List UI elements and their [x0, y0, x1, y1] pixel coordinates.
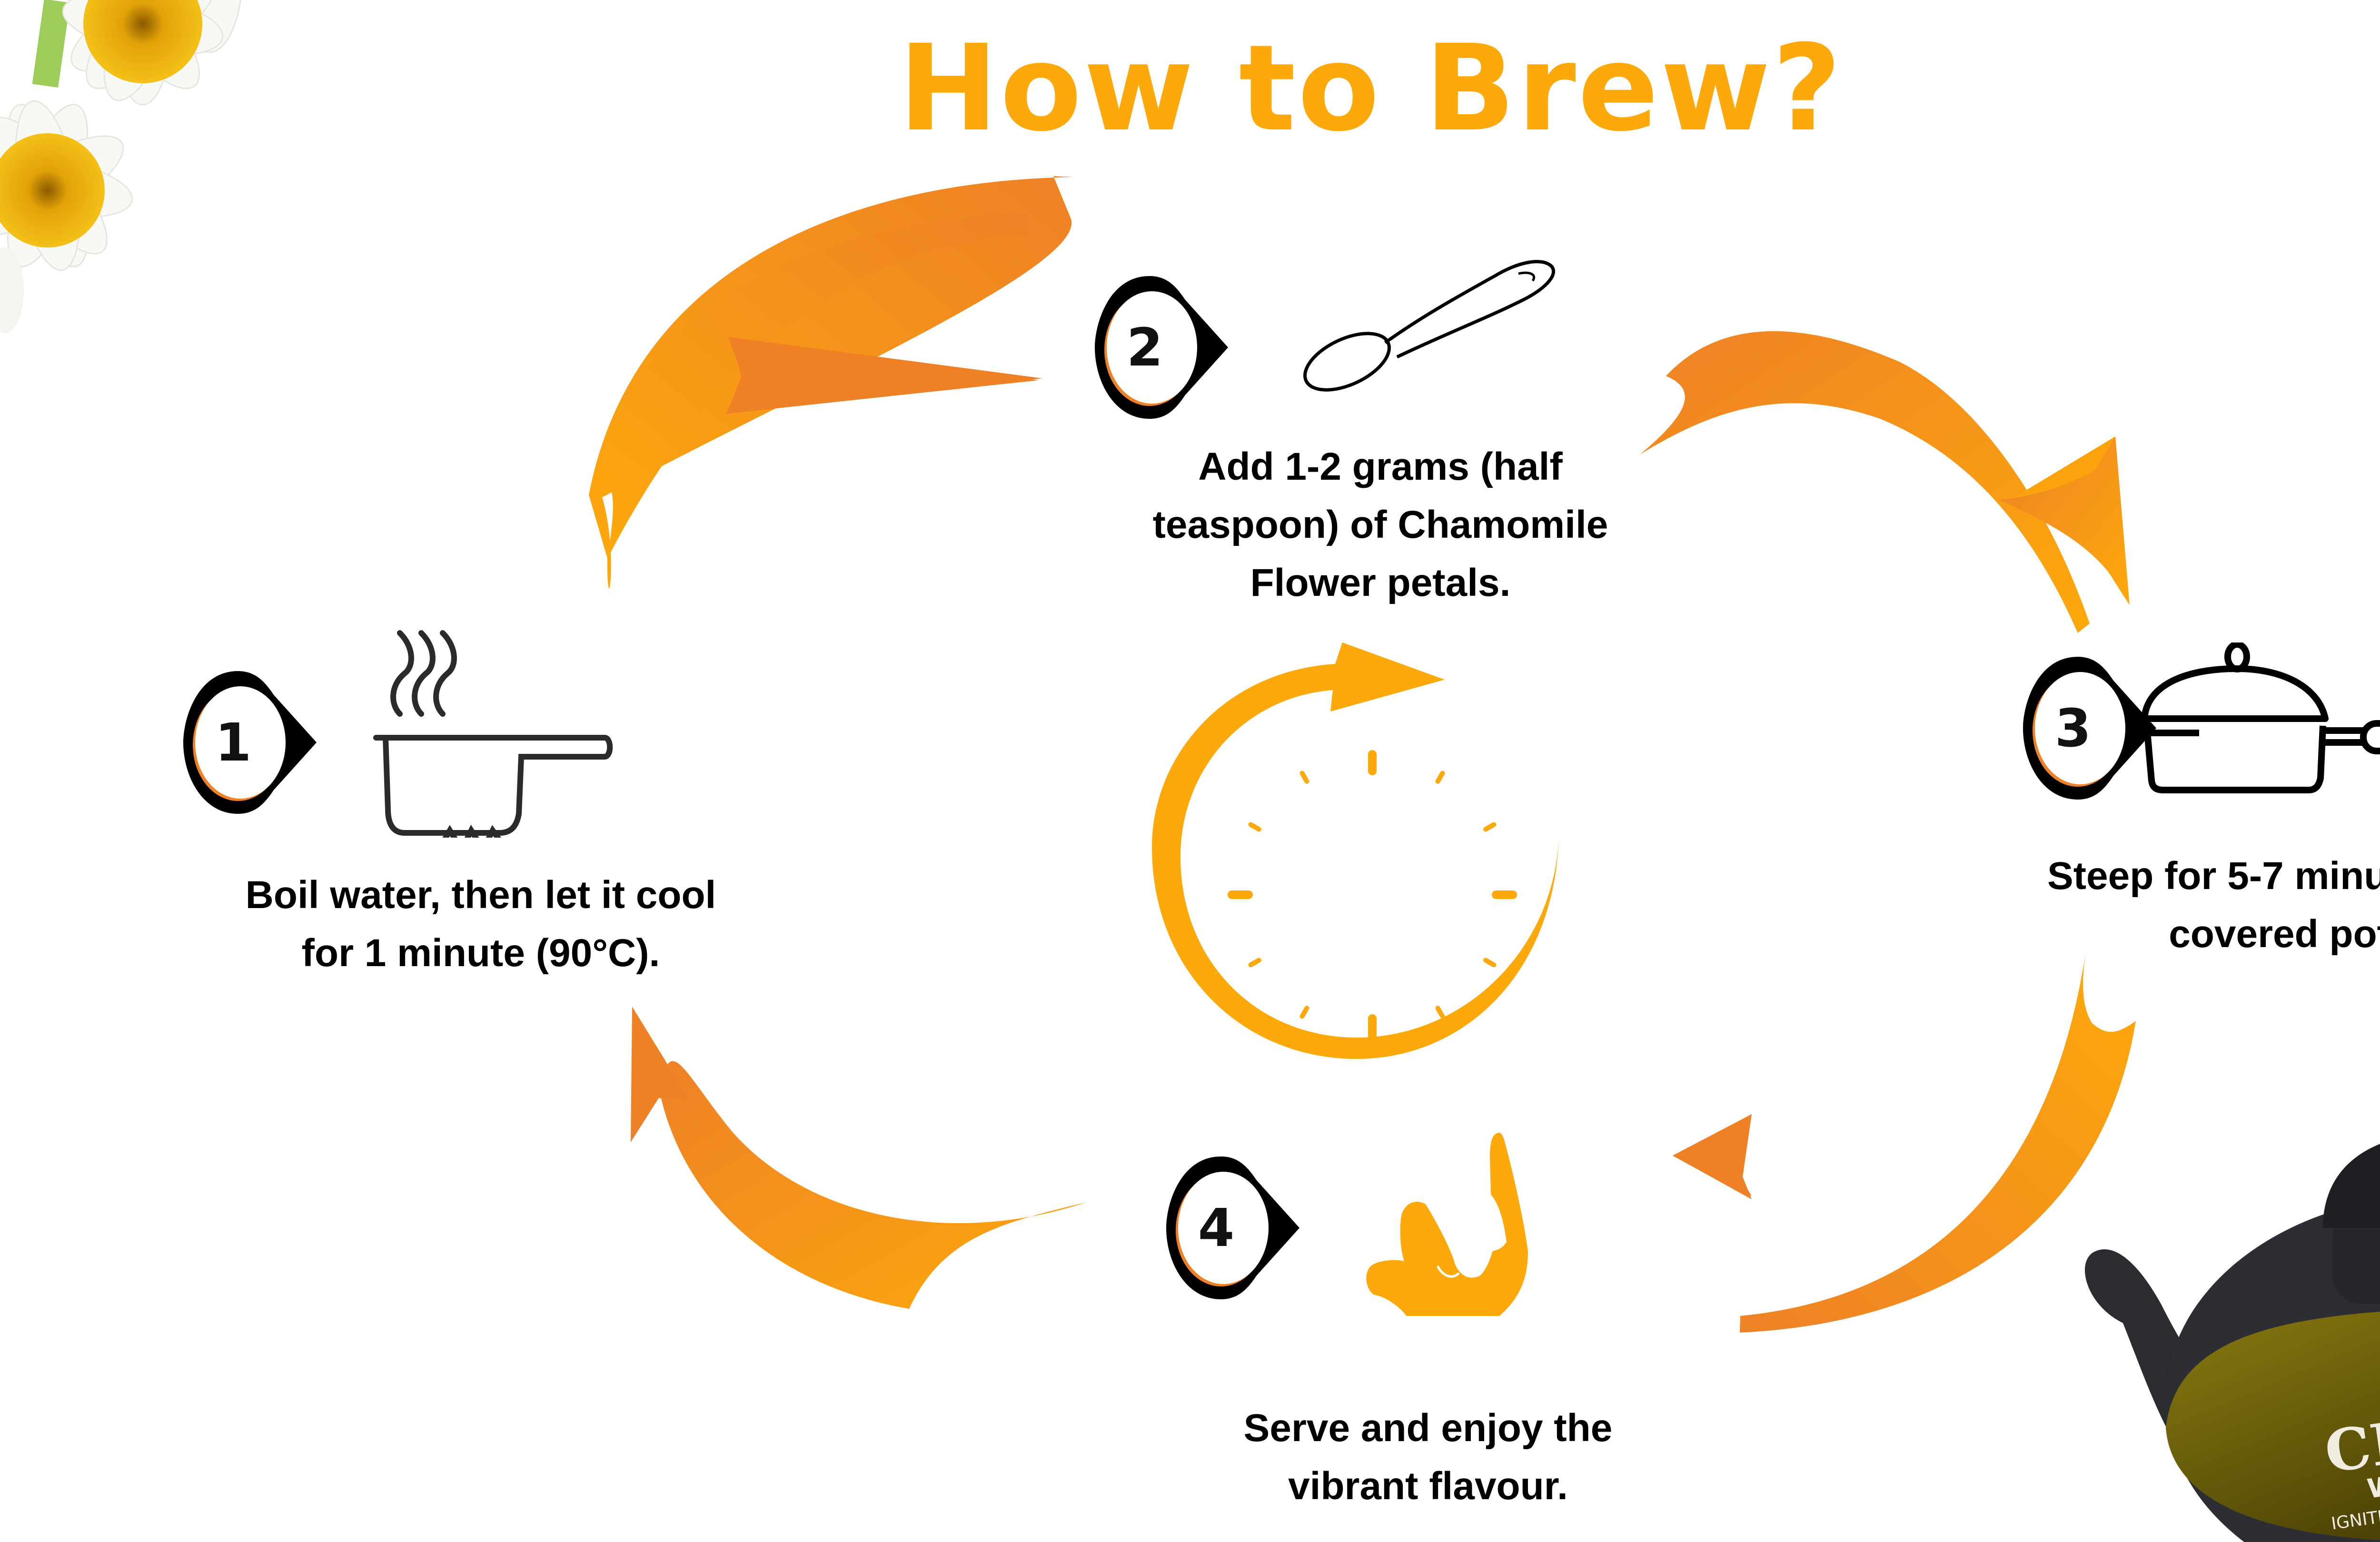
- chamomile-flowers-image: [0, 0, 241, 333]
- timer-tick: [1299, 771, 1309, 784]
- arrow-step4-to-step1: [661, 1061, 1087, 1309]
- step-4-text: Serve and enjoy the vibrant flavour.: [1190, 1399, 1666, 1515]
- spoon-icon: [1303, 260, 1555, 392]
- timer-tick: [1248, 958, 1261, 968]
- boiling-pot-icon: [373, 630, 613, 838]
- step-3-number: 3: [2054, 698, 2092, 759]
- hand-gesture-icon: [1366, 1133, 1528, 1316]
- glass-teapot-image: CHULL WALI CHAI IGNITE YOUR INNER CHULL: [2085, 1144, 2380, 1542]
- flower-bottom: [0, 100, 133, 271]
- badge-shape-icon: [183, 671, 317, 814]
- page-title: How to Brew?: [898, 19, 1844, 158]
- badge-shape-icon: [2023, 657, 2156, 800]
- step-4-number: 4: [1198, 1197, 1235, 1258]
- timer-tick: [1483, 958, 1497, 968]
- step-3-line: Steep for 5-7 minutes in a: [2047, 854, 2380, 898]
- badge-shape-icon: [1095, 276, 1228, 419]
- badge-shape-icon: [1166, 1156, 1299, 1299]
- step-3-line: covered pot.: [2169, 912, 2380, 956]
- timer-tick: [1299, 1006, 1309, 1019]
- arrow-step1-to-step2: [589, 176, 1073, 589]
- arrow-step4-to-step1-head: [631, 1007, 690, 1142]
- covered-pot-icon: [2141, 642, 2380, 793]
- flower-top: [62, 0, 241, 106]
- step-2-line: teaspoon) of Chamomile: [1152, 503, 1608, 546]
- step-2-text: Add 1-2 grams (half teaspoon) of Chamomi…: [1047, 438, 1714, 612]
- step-3-text: Steep for 5-7 minutes in a covered pot.: [1999, 847, 2380, 963]
- step-2-line: Add 1-2 grams (half: [1198, 445, 1563, 488]
- timer-tick: [1483, 822, 1497, 832]
- timer-tick: [1248, 822, 1261, 832]
- timer-tick: [1435, 771, 1445, 784]
- step-4-line: vibrant flavour.: [1288, 1464, 1568, 1508]
- arrow-step2-to-step3: [1640, 331, 2090, 633]
- step-1-text: Boil water, then let it cool for 1 minut…: [171, 866, 790, 982]
- step-2-line: Flower petals.: [1250, 561, 1511, 604]
- step-1-line: Boil water, then let it cool: [245, 873, 716, 917]
- arrow-step3-to-step4: [1740, 954, 2136, 1333]
- timer-arrow: [1152, 642, 1559, 1059]
- step-1-badge: 1: [178, 666, 340, 819]
- timer-tick: [1435, 1006, 1445, 1019]
- step-2-number: 2: [1126, 317, 1163, 378]
- timer-icon: [1152, 642, 1559, 1059]
- step-4-badge: 4: [1161, 1152, 1323, 1304]
- step-4-line: Serve and enjoy the: [1243, 1406, 1613, 1450]
- step-2-badge: 2: [1090, 271, 1252, 424]
- step-3-badge: 3: [2018, 652, 2180, 804]
- step-1-number: 1: [215, 712, 252, 773]
- step-1-line: for 1 minute (90°C).: [301, 931, 660, 975]
